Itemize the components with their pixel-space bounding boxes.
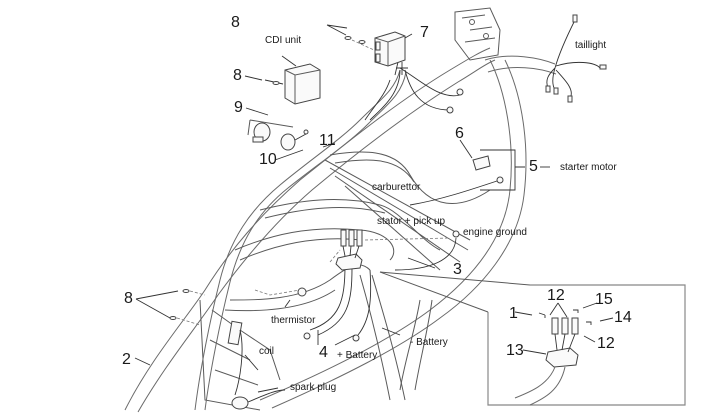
callout-6: 6	[455, 125, 464, 142]
callout-9: 9	[234, 99, 243, 116]
frame	[124, 7, 557, 413]
callout-12: 12	[597, 335, 615, 352]
label-carburettor: carburettor	[372, 182, 421, 193]
horn-part	[247, 119, 309, 151]
taillight-wires	[545, 14, 607, 103]
leader-lines	[134, 24, 614, 393]
callout-2: 2	[122, 351, 131, 368]
callout-5: 5	[529, 158, 538, 175]
callout-8: 8	[231, 14, 240, 31]
label-spark-plug: spark plug	[290, 382, 337, 393]
regulator-part	[344, 31, 406, 67]
label-engine-ground: engine ground	[463, 227, 527, 238]
callout-7: 7	[420, 24, 429, 41]
callout-8: 8	[124, 290, 133, 307]
label-minus-battery: - Battery	[410, 337, 448, 348]
stator-connector	[329, 229, 451, 271]
ignition-parts	[227, 287, 307, 410]
label-taillight: taillight	[575, 40, 607, 51]
connector-inset	[379, 271, 686, 406]
label-coil: coil	[259, 346, 275, 357]
label-cdi-unit: CDI unit	[265, 35, 302, 46]
callout-14: 14	[614, 309, 632, 326]
cdi-unit-part	[264, 63, 321, 105]
label-stator-pickup: stator + pick up	[377, 216, 446, 227]
bolt-icons	[169, 289, 206, 326]
label-plus-battery: + Battery	[337, 350, 378, 361]
callout-10: 10	[259, 151, 277, 168]
callout-1: 1	[509, 305, 518, 322]
callout-15: 15	[595, 291, 613, 308]
label-starter-motor: starter motor	[560, 162, 617, 173]
callout-11: 11	[319, 132, 336, 149]
callout-13: 13	[506, 342, 524, 359]
main-harness	[194, 61, 504, 411]
callout-3: 3	[453, 261, 462, 278]
callout-8: 8	[233, 67, 242, 84]
callout-12: 12	[547, 287, 565, 304]
starter-relay-part	[472, 155, 491, 171]
label-thermistor: thermistor	[271, 315, 316, 326]
callout-4: 4	[319, 344, 328, 361]
